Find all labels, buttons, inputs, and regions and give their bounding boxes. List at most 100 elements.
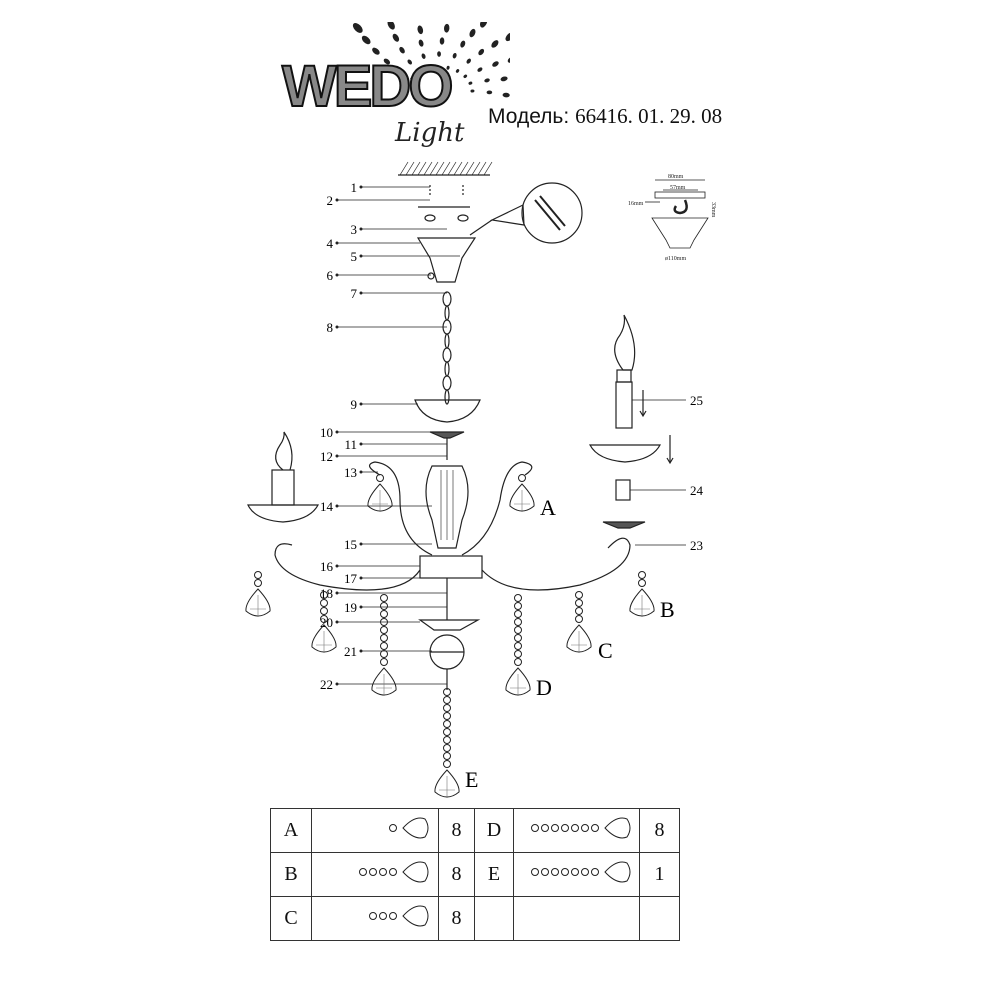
- callout-number: 15: [344, 537, 357, 552]
- part-count: 8: [438, 896, 475, 941]
- crystal-label-a: A: [540, 495, 556, 520]
- callout-number: 1: [351, 180, 358, 195]
- callout-number: 13: [344, 465, 357, 480]
- crystal-strand-e: [434, 688, 460, 798]
- callout-3: 3: [351, 222, 447, 237]
- callout-10: 10: [320, 425, 440, 440]
- wiring-detail-bubble: [490, 182, 583, 244]
- arms: [274, 461, 631, 591]
- callout-13: 13: [344, 465, 378, 480]
- callout-number: 11: [344, 437, 357, 452]
- part-count: 8: [438, 852, 475, 897]
- part-illustration: [311, 852, 439, 897]
- crystal-strand-c: [311, 591, 337, 653]
- callout-number: 4: [327, 236, 334, 251]
- model-title: Модель: 66416. 01. 29. 08: [488, 104, 722, 129]
- model-label: Модель:: [488, 105, 570, 128]
- callout-18: 18: [320, 586, 447, 601]
- callout-23: 23: [635, 538, 703, 553]
- callout-number: 19: [344, 600, 357, 615]
- crystal-label-e: E: [465, 767, 478, 792]
- callout-number: 12: [320, 449, 333, 464]
- callout-number: 16: [320, 559, 334, 574]
- callout-number: 18: [320, 586, 333, 601]
- crystal-strand-b: [245, 571, 271, 617]
- callout-25: 25: [632, 393, 703, 408]
- part-illustration: [311, 808, 439, 853]
- crystal-strand-b: [629, 571, 655, 617]
- callout-24: 24: [630, 483, 704, 498]
- model-number: 66416. 01. 29. 08: [575, 104, 723, 128]
- dim-canopy-diameter: ø110mm: [665, 256, 686, 262]
- exploded-candle: [588, 314, 674, 529]
- callout-number: 8: [327, 320, 334, 335]
- chain: [442, 291, 452, 405]
- empty-cell: [639, 896, 680, 941]
- callout-2: 2: [327, 193, 430, 208]
- part-letter: C: [270, 896, 312, 941]
- chandelier-assembly-diagram: 1234567891011121314151617181920212223242…: [245, 161, 716, 798]
- callout-number: 9: [351, 397, 358, 412]
- brand-sub: Light: [395, 118, 465, 148]
- empty-cell: [474, 896, 514, 941]
- callout-number: 3: [351, 222, 358, 237]
- callout-14: 14: [320, 499, 432, 514]
- crystal-strand-c: [566, 591, 592, 653]
- crystal-strand-icon: [369, 905, 429, 926]
- crystal-strand-d: [371, 594, 397, 696]
- mount-dimension-detail: [645, 179, 709, 249]
- callout-4: 4: [327, 236, 420, 251]
- callout-19: 19: [344, 600, 447, 615]
- callout-number: 2: [327, 193, 334, 208]
- callout-number: 10: [320, 425, 333, 440]
- mounting-bracket: [416, 185, 493, 283]
- callout-8: 8: [327, 320, 447, 335]
- callout-16: 16: [320, 559, 420, 574]
- crystal-strand-icon: [359, 861, 429, 882]
- part-illustration: [513, 852, 640, 897]
- callout-number: 25: [690, 393, 703, 408]
- callout-number: 14: [320, 499, 334, 514]
- logo-swirl-graphic: [352, 22, 510, 98]
- empty-cell: [513, 896, 640, 941]
- callout-5: 5: [351, 249, 460, 264]
- callout-number: 5: [351, 249, 358, 264]
- callout-number: 21: [344, 644, 357, 659]
- callout-6: 6: [327, 268, 431, 283]
- dim-hook-offset: 16mm: [628, 201, 644, 207]
- callout-number: 7: [351, 286, 358, 301]
- callout-20: 20: [320, 615, 420, 630]
- callout-number: 23: [690, 538, 703, 553]
- part-count: 8: [639, 808, 680, 853]
- part-letter: A: [270, 808, 312, 853]
- callout-number: 6: [327, 268, 334, 283]
- part-count: 1: [639, 852, 680, 897]
- callout-number: 22: [320, 677, 333, 692]
- callout-9: 9: [351, 397, 418, 412]
- part-illustration: [311, 896, 439, 941]
- callout-22: 22: [320, 677, 447, 692]
- part-letter: D: [474, 808, 514, 853]
- crystal-strand-icon: [530, 861, 630, 882]
- brand-name: WEDO: [281, 54, 454, 119]
- callout-11: 11: [344, 437, 447, 452]
- part-letter: B: [270, 852, 312, 897]
- crystal-strand-d: [505, 594, 531, 696]
- dim-width-inner: 57mm: [670, 185, 686, 191]
- crystal-label-d: D: [536, 675, 552, 700]
- part-illustration: [513, 808, 640, 853]
- dim-height: 33mm: [710, 202, 716, 218]
- dim-width-outer: 80mm: [668, 174, 684, 180]
- callout-7: 7: [351, 286, 447, 301]
- crystal-label-b: B: [660, 597, 675, 622]
- callout-15: 15: [344, 537, 432, 552]
- callout-number: 24: [690, 483, 704, 498]
- callout-1: 1: [351, 180, 430, 195]
- crystal-strand-icon: [389, 817, 429, 838]
- crystal-label-c: C: [598, 638, 613, 663]
- part-count: 8: [438, 808, 475, 853]
